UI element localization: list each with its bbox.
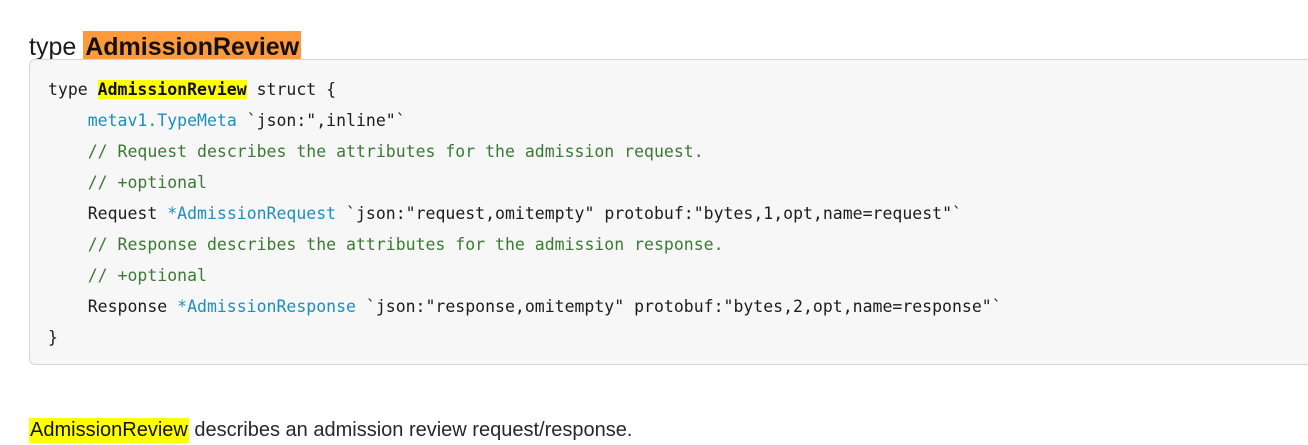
code-token-highlight: AdmissionReview (97, 80, 247, 99)
code-token-plain: Response (48, 297, 178, 316)
code-token-plain (48, 235, 88, 254)
code-line: metav1.TypeMeta `json:",inline"` (48, 105, 1300, 136)
code-token-plain: Request (48, 204, 168, 223)
type-description: AdmissionReview describes an admission r… (29, 415, 632, 445)
code-block[interactable]: type AdmissionReview struct { metav1.Typ… (29, 59, 1308, 365)
code-listing: type AdmissionReview struct { metav1.Typ… (30, 74, 1308, 353)
code-token-plain: `json:"request,omitempty" protobuf:"byte… (336, 204, 962, 223)
code-line: // Request describes the attributes for … (48, 136, 1300, 167)
page-title-keyword: type (29, 32, 84, 61)
code-token-plain: } (48, 328, 58, 347)
code-token-plain: `json:"response,omitempty" protobuf:"byt… (355, 297, 1002, 316)
code-token-type[interactable]: *AdmissionResponse (177, 297, 356, 316)
page-title: type AdmissionReview (29, 30, 302, 64)
code-token-comment: // Request describes the attributes for … (87, 142, 704, 161)
code-token-comment: // Response describes the attributes for… (87, 235, 724, 254)
code-token-plain: type (48, 80, 98, 99)
code-line: type AdmissionReview struct { (48, 74, 1300, 105)
code-line: // +optional (48, 167, 1300, 198)
code-token-comment: // +optional (87, 173, 207, 192)
code-line: Request *AdmissionRequest `json:"request… (48, 198, 1300, 229)
description-text: describes an admission review request/re… (188, 419, 633, 441)
code-token-comment: // +optional (87, 266, 207, 285)
code-token-type[interactable]: *AdmissionRequest (167, 204, 337, 223)
code-line: // Response describes the attributes for… (48, 229, 1300, 260)
code-token-plain: `json:",inline"` (236, 111, 406, 130)
code-token-plain (48, 173, 88, 192)
description-symbol: AdmissionReview (29, 418, 189, 443)
code-token-plain (48, 266, 88, 285)
code-line: Response *AdmissionResponse `json:"respo… (48, 291, 1300, 322)
page-title-symbol: AdmissionReview (83, 30, 302, 64)
code-token-plain: struct { (246, 80, 337, 99)
code-line: // +optional (48, 260, 1300, 291)
code-line: } (48, 322, 1300, 353)
code-token-type[interactable]: metav1.TypeMeta (87, 111, 237, 130)
code-token-plain (48, 111, 88, 130)
code-token-plain (48, 142, 88, 161)
